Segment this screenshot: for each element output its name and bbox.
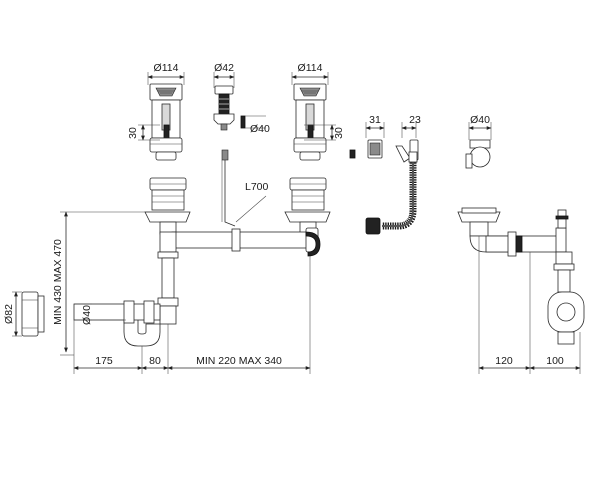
spacing-range-label: MIN 220 MAX 340 <box>196 355 282 367</box>
basket-strainer-right-detail: Ø114 30 <box>291 62 345 161</box>
offset-80-label: 80 <box>149 355 161 367</box>
side-100-label: 100 <box>546 355 564 367</box>
cable-length-label: L700 <box>245 181 269 193</box>
overflow-detail: Ø42 Ø40 <box>213 62 270 135</box>
elbow-detail: Ø40 <box>465 114 492 169</box>
basket-dia-left-label: Ø114 <box>154 62 179 74</box>
basket-dia-right-label: Ø114 <box>298 62 323 74</box>
elbow-dia-label: Ø40 <box>470 114 490 126</box>
main-assembly-front-view: L700 Ø40 <box>73 149 331 347</box>
side-view: 120 100 <box>457 207 585 374</box>
overflow-outlet-dia-label: Ø40 <box>250 123 270 135</box>
overflow-dia-label: Ø42 <box>214 62 234 74</box>
basket-height-right-label: 30 <box>333 127 345 139</box>
outlet-dia-label: Ø40 <box>81 305 93 325</box>
offset-175-label: 175 <box>95 355 113 367</box>
trap-end-view: Ø82 <box>3 291 45 337</box>
connector-depth-label: 23 <box>409 114 421 126</box>
trap-dia-label: Ø82 <box>3 304 15 324</box>
main-dimensions: MIN 430 MAX 470 175 80 MIN 220 MAX 340 <box>52 211 311 374</box>
side-120-label: 120 <box>495 355 513 367</box>
basket-height-left-label: 30 <box>127 127 139 139</box>
connector-width-label: 31 <box>369 114 381 126</box>
basket-strainer-left-detail: Ø114 30 <box>127 62 185 161</box>
height-range-label: MIN 430 MAX 470 <box>52 239 64 325</box>
flexible-overflow-hose <box>365 151 418 235</box>
